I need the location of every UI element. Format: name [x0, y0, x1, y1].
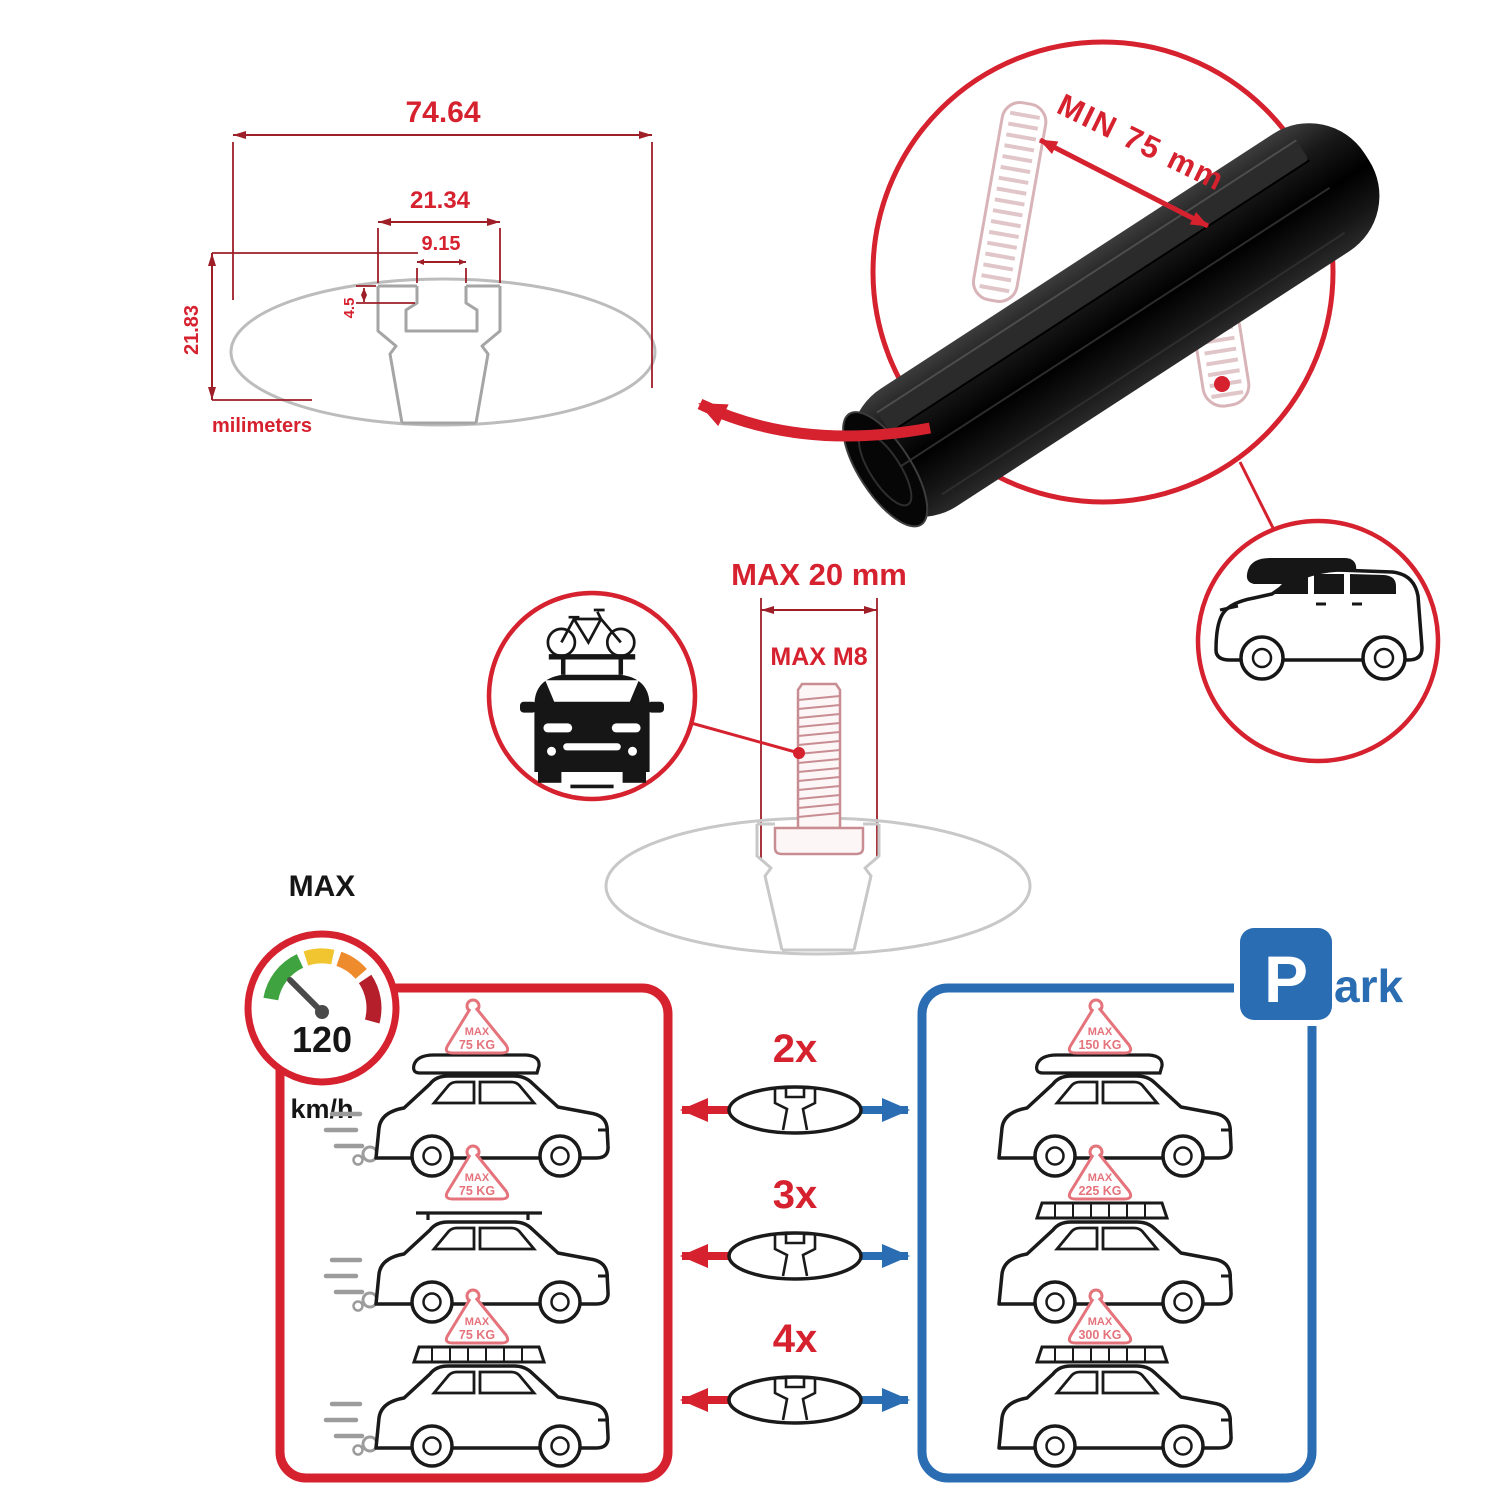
driving-car-1: MAX 75 KG — [326, 998, 611, 1178]
quantity-label: 3x — [773, 1173, 818, 1217]
quantity-row-4x: 4x — [680, 1317, 910, 1425]
load-tag-label: MAX — [465, 1026, 490, 1038]
max-thread-label: MAX M8 — [770, 643, 867, 671]
quantity-row-3x: 3x — [680, 1173, 910, 1281]
quantity-label: 4x — [773, 1317, 818, 1361]
parking-panel-border — [917, 983, 1317, 1483]
dim-slot-width: 9.15 — [422, 233, 461, 255]
quantity-label: 2x — [773, 1027, 818, 1071]
clamp-point-marker — [1214, 376, 1230, 392]
crossbar-detail-circle: MIN 75 mm — [697, 39, 1380, 535]
driving-car-3: MAX 75 KG — [326, 1288, 611, 1468]
units-label: milimeters — [212, 415, 312, 437]
parking-car-2: MAX 225 KG — [997, 1144, 1234, 1324]
load-tag-value: 300 KG — [1078, 1328, 1121, 1342]
gauge-value: 120 — [292, 1019, 352, 1060]
detail-pointer-arrow — [697, 399, 931, 442]
car-front-bike-circle — [486, 590, 698, 802]
crossbar-section-icon — [727, 1375, 863, 1425]
load-tag-value: 225 KG — [1078, 1184, 1121, 1198]
parking-sign-ark: ark — [1334, 960, 1403, 1012]
load-tag-value: 150 KG — [1078, 1038, 1121, 1052]
bolt-point-marker — [793, 747, 805, 759]
max-width-label: MAX 20 mm — [731, 557, 907, 592]
crossbar-section-outline — [229, 277, 657, 427]
parking-sign-p: P — [1264, 942, 1308, 1016]
suv-roofbox-circle — [1195, 518, 1441, 764]
suv-illustration — [1214, 558, 1424, 681]
load-tag-value: 75 KG — [459, 1328, 495, 1342]
parking-car-3: MAX 300 KG — [997, 1288, 1234, 1468]
crossbar-section-icon — [727, 1085, 863, 1135]
parking-car-1: MAX 150 KG — [997, 998, 1234, 1178]
load-tag-value: 75 KG — [459, 1038, 495, 1052]
gauge-title: MAX — [289, 870, 356, 903]
crossbar-section-icon — [727, 1231, 863, 1281]
quantity-row-2x: 2x — [680, 1027, 910, 1135]
gauge-arc-segments — [263, 948, 382, 1024]
dim-total-height: 21.83 — [181, 305, 203, 355]
bolt-diagram: MAX 20 mm MAX M8 — [486, 557, 1032, 956]
driving-panel-border — [275, 983, 673, 1483]
dimension-lines — [208, 131, 653, 401]
load-tag-label: MAX — [1088, 1172, 1113, 1184]
t-bolt-illustration — [773, 682, 865, 856]
car-front-icon — [520, 654, 664, 789]
bolt-connector-line — [690, 721, 800, 755]
dim-slot-depth: 4.5 — [341, 298, 358, 319]
load-tag-label: MAX — [1088, 1026, 1113, 1038]
crossbar-profile-outline — [376, 284, 502, 425]
load-tag-value: 75 KG — [459, 1184, 495, 1198]
parking-sign: P ark — [1234, 922, 1414, 1026]
gauge-pivot — [315, 1005, 329, 1019]
load-tag-label: MAX — [465, 1316, 490, 1328]
bolt-dimension-lines — [760, 598, 878, 858]
load-tag-label: MAX — [1088, 1316, 1113, 1328]
load-tag-label: MAX — [465, 1172, 490, 1184]
speed-gauge: MAX 120 km/h — [244, 870, 400, 1124]
gauge-units: km/h — [290, 1094, 353, 1124]
driving-car-2: MAX 75 KG — [326, 1144, 611, 1324]
clamp-strap-left — [971, 101, 1048, 303]
dim-channel-width: 21.34 — [410, 187, 471, 214]
dim-total-width: 74.64 — [405, 96, 480, 129]
min-span-arrow — [1038, 137, 1210, 229]
circle-connector-line — [1238, 461, 1278, 535]
dimension-drawing: 74.64 21.34 9.15 4.5 21.83 milimeters — [181, 96, 657, 437]
